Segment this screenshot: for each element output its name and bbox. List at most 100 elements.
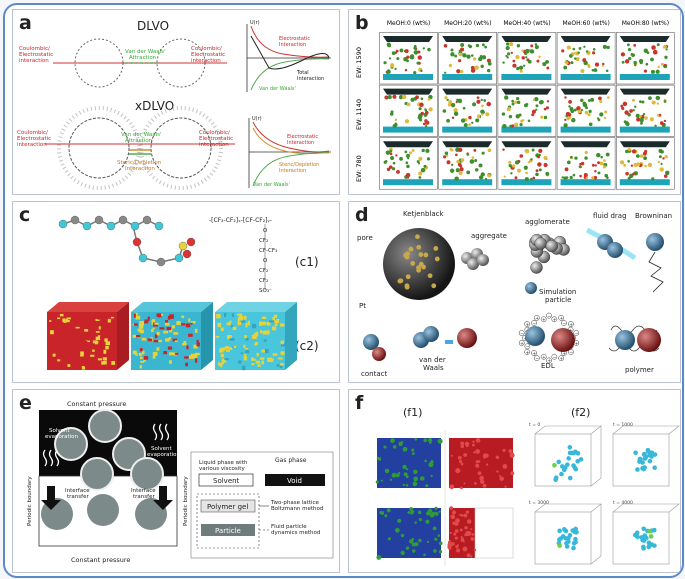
ionomer-bead (466, 153, 470, 156)
particle-dot (571, 463, 576, 468)
ionomer-bead (584, 150, 588, 155)
ion-sign: − (532, 322, 536, 327)
domain-speck (95, 331, 100, 333)
domain-speck (152, 351, 158, 356)
domain-speck (190, 321, 193, 324)
domain-speck (172, 352, 178, 356)
domain-speck (154, 322, 159, 325)
domain-speck (251, 357, 254, 361)
ion (558, 314, 564, 321)
ion-sign: − (553, 356, 557, 361)
ionomer-bead (665, 48, 668, 51)
phase-speck (451, 510, 457, 515)
ionomer-bead (603, 116, 607, 120)
atom (142, 215, 152, 225)
domain-speck (100, 328, 105, 331)
agglomerate-sphere (534, 237, 547, 250)
domain-speck (194, 328, 198, 333)
domain-speck (251, 363, 255, 366)
domain-speck (144, 319, 149, 322)
polymer-gel-label: Polymer gel (207, 503, 248, 511)
ionomer-bead (504, 95, 509, 100)
pt-dot (398, 278, 404, 284)
ionomer-bead (577, 109, 581, 114)
ionomer-bead (481, 104, 484, 108)
domain-speck (69, 314, 73, 319)
domain-speck (104, 331, 108, 334)
cube-domains (49, 312, 286, 371)
ion-sign: − (575, 332, 579, 337)
ionomer-bead (663, 44, 667, 49)
domain-speck (254, 343, 258, 346)
domain-speck (65, 318, 70, 323)
vdw-label-2: Waals (423, 364, 444, 372)
ionomer-bead (406, 164, 410, 169)
vdw-particle-c (457, 328, 477, 348)
domain-speck (103, 360, 107, 365)
panel-a: a DLVO Coulombic/ Electrostatic interact… (12, 9, 340, 195)
phase-speck (479, 479, 485, 485)
ionomer-bead (583, 45, 586, 48)
ionomer-bead (663, 119, 667, 123)
domain-speck (220, 353, 224, 358)
panel-b: b MeOH:0 (wt%) MeOH:20 (wt%) MeOH:40 (wt… (348, 9, 681, 195)
phase-speck (413, 469, 418, 475)
phase-speck (502, 448, 506, 453)
particle-dot (646, 544, 652, 550)
electrode-top (442, 88, 493, 95)
particle-dot (559, 471, 564, 477)
ionomer-bead (535, 108, 538, 111)
particle-dot (557, 528, 562, 534)
ionomer-bead (527, 59, 532, 64)
ionomer-bead (643, 156, 648, 161)
phase-speck (438, 510, 441, 513)
ion (534, 355, 540, 362)
ionomer-bead (511, 124, 515, 128)
domain-speck (166, 326, 172, 331)
domain-speck (139, 356, 143, 359)
domain-speck (237, 313, 242, 316)
ionomer-bead (587, 64, 591, 69)
particle-dot (575, 451, 581, 456)
edl-ions: −++−++−++−++−++−++−++−++−++− (518, 312, 580, 364)
pt-dot (410, 260, 416, 266)
phase-speck (387, 537, 391, 541)
ion-sign: − (569, 351, 573, 356)
ionomer-bead (565, 114, 568, 118)
domain-speck (49, 351, 52, 355)
domain-speck (92, 349, 95, 352)
ionomer-bead (579, 174, 582, 178)
domain-speck (156, 347, 160, 351)
ionomer-bead (483, 99, 487, 102)
constant-pressure-top: Constant pressure (67, 400, 126, 408)
ionomer-bead (538, 168, 542, 172)
ionomer-bead (597, 161, 600, 165)
phase-speck (437, 438, 443, 444)
domain-speck (186, 345, 189, 350)
ionomer-bead (387, 95, 392, 100)
domain-speck (139, 321, 145, 326)
ion-sign: + (526, 350, 530, 356)
f2-particles (552, 445, 658, 551)
ionomer-bead (659, 121, 664, 125)
ionomer-bead (506, 52, 511, 56)
electrode-top (619, 88, 670, 95)
domain-speck (264, 330, 270, 335)
domain-speck (232, 326, 237, 331)
xdlvo-plot-vdw-label: Van der Waals' (253, 182, 290, 188)
domain-speck (132, 323, 136, 326)
domain-speck (72, 315, 75, 318)
ionomer-bead (406, 102, 411, 107)
ionomer-bead (577, 51, 580, 55)
phase-speck (402, 483, 405, 487)
particle-dot (651, 527, 657, 533)
domain-speck (216, 314, 221, 319)
domain-speck (141, 337, 147, 341)
ionomer-bead (568, 105, 571, 108)
ionomer-bead (447, 102, 452, 107)
ion-sign: + (553, 317, 557, 323)
ionomer-bead (446, 98, 449, 102)
phase-speck (411, 448, 415, 452)
particle-dot (557, 537, 562, 542)
ionomer-bead (664, 155, 668, 159)
